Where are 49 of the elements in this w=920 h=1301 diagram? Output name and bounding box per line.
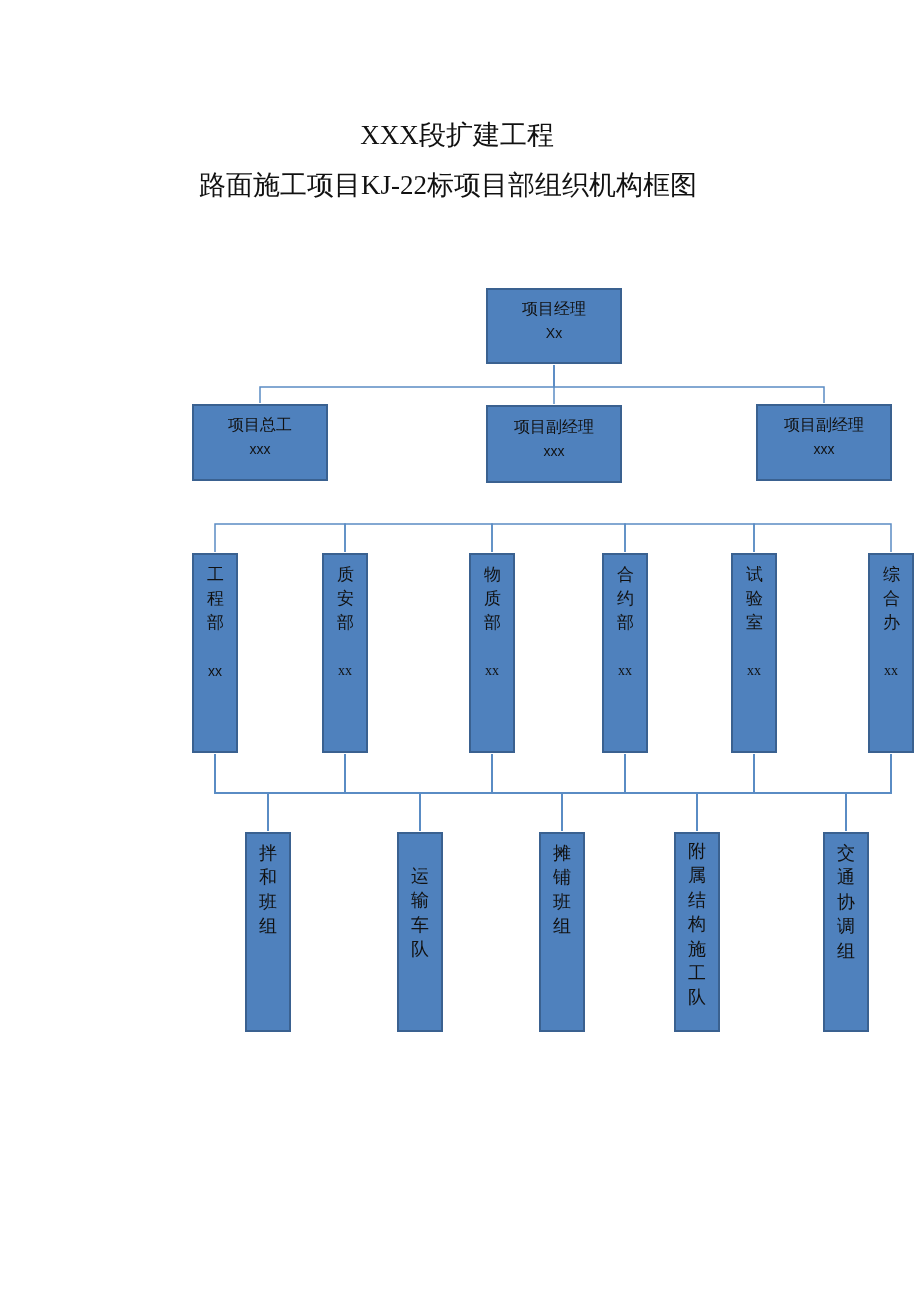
position-box: [192, 404, 328, 481]
department-box: [469, 553, 515, 753]
person-name: xx: [747, 662, 761, 680]
person-name: xx: [208, 662, 222, 681]
unit-label: 物质部: [483, 564, 501, 634]
unit-label: 合约部: [616, 564, 634, 634]
position-box: [756, 404, 892, 481]
person-name: xxx: [813, 440, 835, 459]
unit-label: 交通协调组: [836, 842, 856, 963]
connector-line: [624, 523, 755, 553]
person-name: xx: [338, 662, 352, 680]
unit-label: 试验室: [745, 564, 763, 634]
position-box: [486, 288, 622, 364]
connector-line: [753, 523, 892, 553]
unit-label: 拌和班组: [258, 842, 278, 939]
title-text: XXX段扩建工程: [360, 119, 554, 152]
team-box: [674, 832, 720, 1032]
connector-line: [845, 753, 892, 832]
team-box: [539, 832, 585, 1032]
unit-label: 运输车队: [410, 865, 430, 962]
subtitle-text: 路面施工项目KJ-22标项目部组织机构框图: [199, 169, 697, 202]
connector-line: [214, 523, 346, 553]
unit-label: 工程部: [206, 564, 224, 634]
position-box: [486, 405, 622, 483]
connector-line: [344, 523, 493, 553]
department-box: [868, 553, 914, 753]
person-name: Xx: [545, 324, 563, 343]
department-box: [731, 553, 777, 753]
role-label: 项目总工: [228, 415, 292, 435]
person-name: xx: [884, 662, 898, 680]
connector-line: [491, 523, 626, 553]
connector-line: [553, 364, 825, 404]
unit-label: 综合办: [882, 564, 900, 634]
team-box: [245, 832, 291, 1032]
role-label: 项目副经理: [514, 417, 594, 437]
department-box: [602, 553, 648, 753]
person-name: xxx: [543, 442, 565, 461]
team-box: [397, 832, 443, 1032]
team-box: [823, 832, 869, 1032]
department-box: [192, 553, 238, 753]
department-box: [322, 553, 368, 753]
person-name: xx: [618, 662, 632, 680]
role-label: 项目经理: [522, 299, 586, 319]
person-name: xxx: [249, 440, 271, 459]
role-label: 项目副经理: [784, 415, 864, 435]
unit-label: 附属结构施工队: [687, 840, 707, 1010]
unit-label: 摊铺班组: [552, 842, 572, 939]
person-name: xx: [485, 662, 499, 680]
unit-label: 质安部: [336, 564, 354, 634]
